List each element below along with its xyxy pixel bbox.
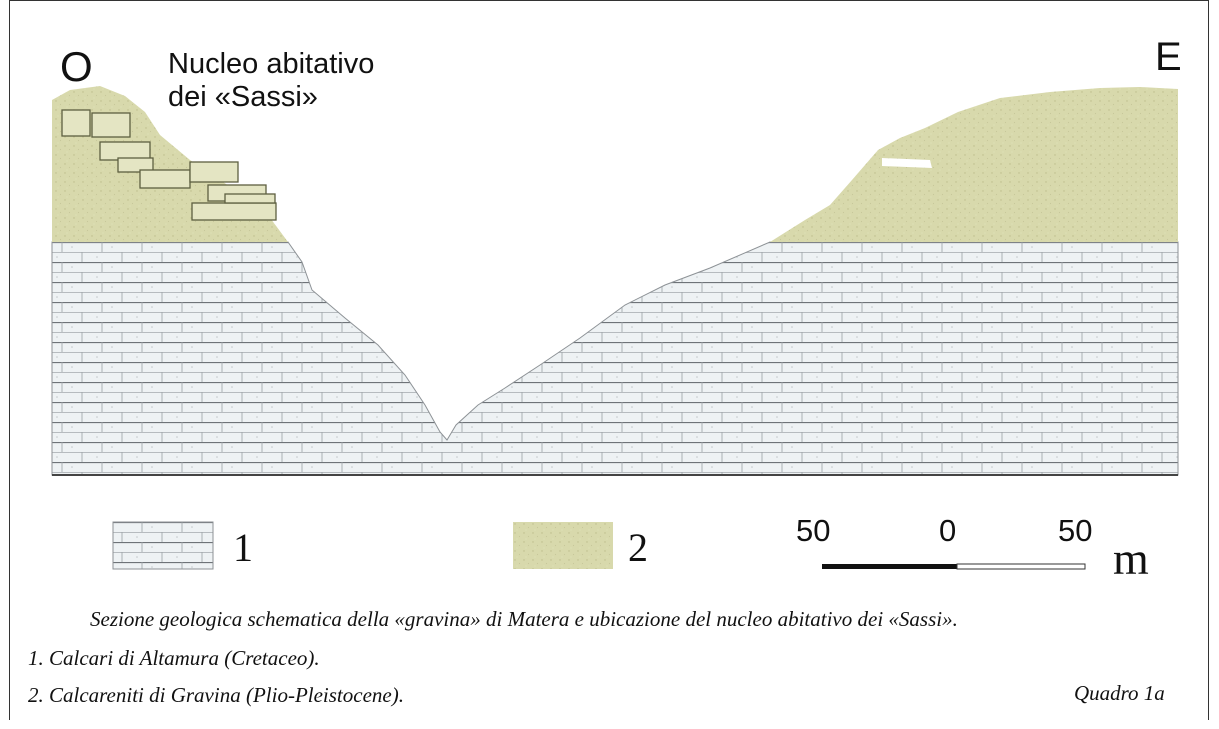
legend-item2-label: 2 [628,525,648,570]
caption-reference: Quadro 1a [1074,681,1165,705]
caption-line3: 2. Calcareniti di Gravina (Plio-Pleistoc… [28,683,404,707]
legend-item1-label: 1 [233,525,253,570]
limestone-layer [51,241,1179,476]
scale-bar [822,563,1086,570]
sassi-dwellings-icon [61,109,277,221]
scale-label-left: 50 [796,513,831,548]
settlement-label-line1: Nucleo abitativo [168,48,375,80]
scale-unit: m [1113,533,1149,584]
scale-label-right: 50 [1058,513,1093,548]
caption-line1: Sezione geologica schematica della «grav… [90,607,958,631]
legend-swatch-limestone [112,521,214,570]
legend-swatch-calcarenite [513,522,613,569]
caption-line2: 1. Calcari di Altamura (Cretaceo). [28,646,320,670]
calcarenite-right [770,87,1178,242]
west-label: O [60,43,93,90]
scale-label-center: 0 [939,513,957,548]
east-label: E [1155,35,1182,79]
settlement-label: Nucleo abitativo dei «Sassi» [168,48,374,114]
figure-frame [9,0,1209,720]
settlement-label-line2: dei «Sassi» [168,81,318,113]
